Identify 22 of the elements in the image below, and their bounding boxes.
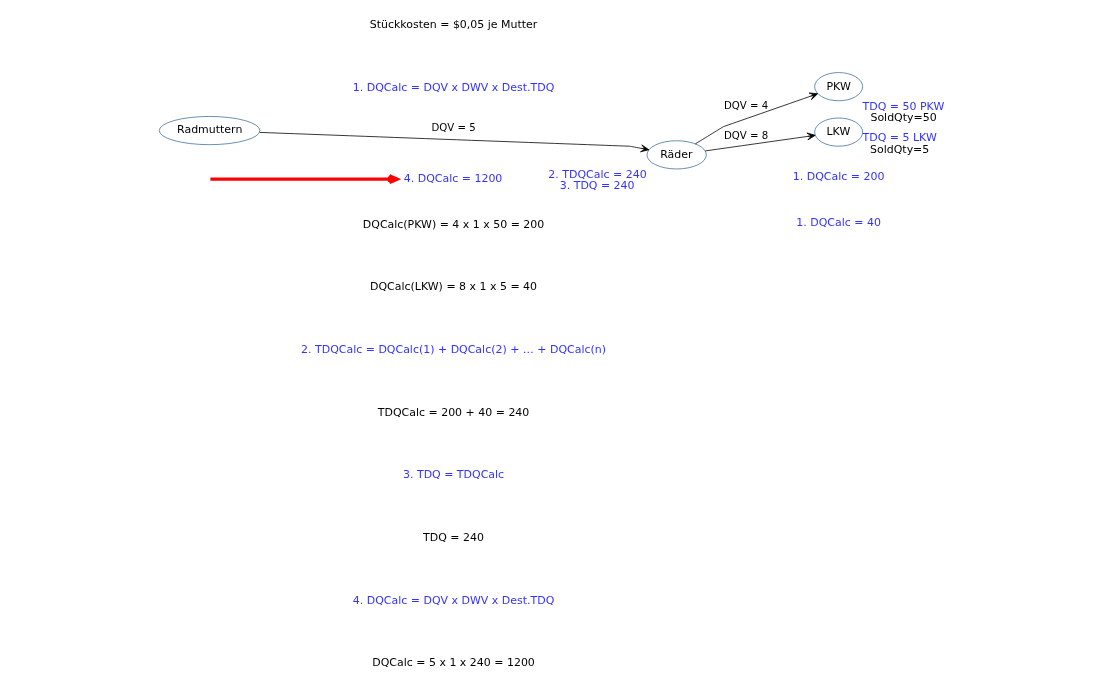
label: TDQCalc = 200 + 40 = 240 [377, 405, 529, 419]
node-label: TDQ = 5 LKW [862, 130, 937, 144]
label: 1. DQCalc = 40 [795, 215, 881, 229]
label: 1. DQCalc = DQV x DWV x Dest.TDQ [352, 81, 554, 95]
label: TDQ = 240 [422, 530, 484, 544]
node-label: SoldQty=5 [869, 142, 929, 156]
label: DQCalc(LKW) = 8 x 1 x 5 = 40 [369, 280, 537, 294]
edge-label: DQV = 5 [430, 121, 476, 133]
label: 3. TDQ = TDQCalc [402, 468, 504, 482]
node-label: TDQ = 50 PKW [862, 99, 944, 113]
label: 1. DQCalc = 200 [792, 170, 884, 184]
label: DQCalc = 5 x 1 x 240 = 1200 [371, 656, 535, 670]
edge-label: DQV = 8 [723, 129, 768, 141]
node-label: SoldQty=50 [869, 111, 937, 125]
node-text: 4. DQCalc = 1200 [403, 172, 502, 186]
label: DQCalc(PKW) = 4 x 1 x 50 = 200 [362, 217, 544, 231]
node-label: 2. TDQCalc = 240 [547, 167, 647, 181]
label: 4. DQCalc = DQV x DWV x Dest.TDQ [352, 593, 554, 607]
edge-label: DQV = 4 [723, 99, 768, 111]
label: Stückkosten = $0,05 je Mutter [369, 18, 537, 32]
node-label: 3. TDQ = 240 [559, 179, 635, 193]
label: 2. TDQCalc = DQCalc(1) + DQCalc(2) + … + DQCalc(n) [300, 342, 606, 356]
